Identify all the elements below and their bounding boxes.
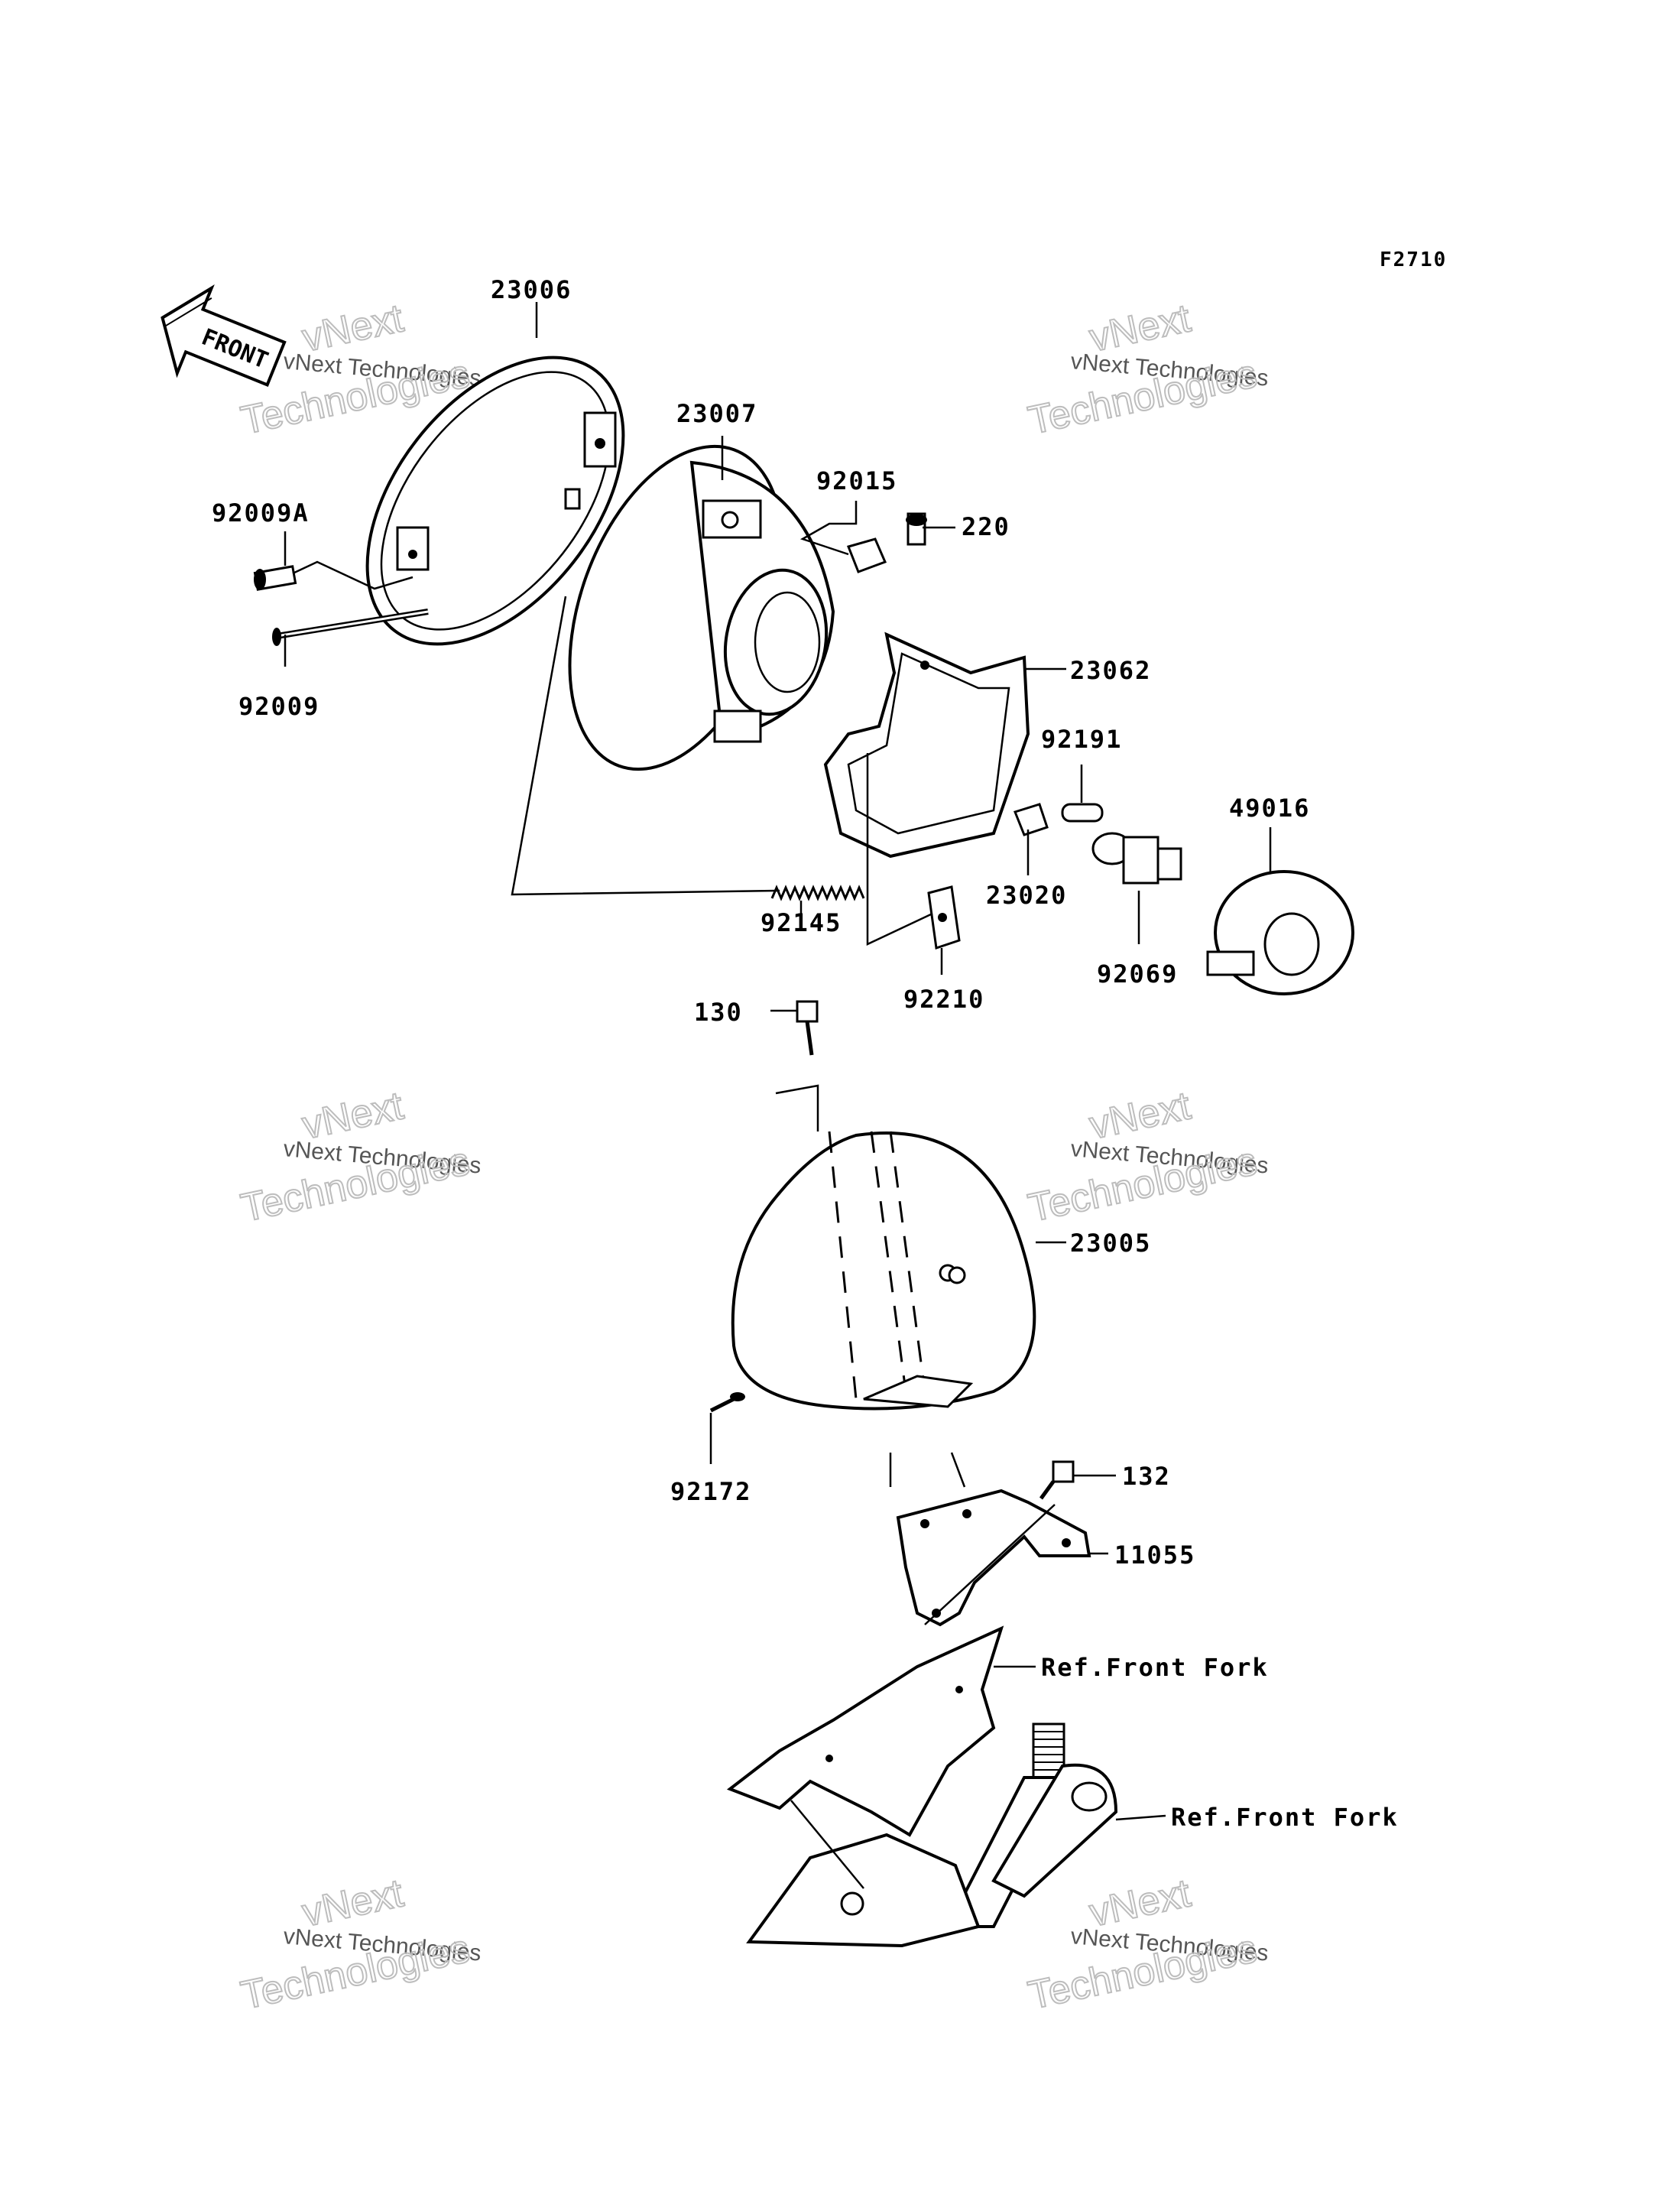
label-92210: 92210 xyxy=(903,985,984,1014)
watermark-mid-right: vNext vNext Technologies Technologies xyxy=(1023,1083,1269,1231)
bulb-92069 xyxy=(1091,832,1182,885)
label-11055: 11055 xyxy=(1114,1541,1195,1570)
headlight-housing xyxy=(731,1131,1036,1411)
label-23007: 23007 xyxy=(676,399,757,428)
label-92145: 92145 xyxy=(761,908,842,937)
headlight-bracket xyxy=(823,631,1030,859)
watermark-bottom-left: vNext vNext Technologies Technologies xyxy=(236,1870,482,2018)
label-49016: 49016 xyxy=(1229,794,1310,823)
bulb-cover-49016 xyxy=(1206,870,1354,995)
label-ref-front-fork-1: Ref.Front Fork xyxy=(1041,1653,1269,1682)
label-220: 220 xyxy=(962,512,1010,541)
label-130: 130 xyxy=(694,998,743,1027)
screw-92009 xyxy=(272,609,429,646)
screw-92009a xyxy=(253,565,297,591)
label-92009: 92009 xyxy=(238,692,319,721)
screw-92172 xyxy=(709,1392,745,1413)
label-23005: 23005 xyxy=(1070,1229,1151,1258)
bracket-11055 xyxy=(896,1489,1091,1627)
label-ref-front-fork-2: Ref.Front Fork xyxy=(1171,1803,1399,1832)
label-92015: 92015 xyxy=(816,466,897,495)
clip-23020 xyxy=(1014,803,1049,836)
diagram-code: F2710 xyxy=(1380,248,1447,271)
headlight-reflector-unit xyxy=(568,444,835,771)
bolt-132 xyxy=(1039,1460,1075,1500)
label-92069: 92069 xyxy=(1097,959,1178,989)
label-92191: 92191 xyxy=(1041,725,1122,754)
watermark-bottom-right: vNext vNext Technologies Technologies xyxy=(1023,1870,1269,2018)
label-23062: 23062 xyxy=(1070,656,1151,685)
leader-lines xyxy=(284,302,1272,1889)
front-fork-reference xyxy=(726,1625,1118,1948)
collar-92191 xyxy=(1061,803,1104,823)
front-arrow-icon: FRONT xyxy=(161,284,287,387)
bolt-130 xyxy=(796,1000,819,1056)
label-92172: 92172 xyxy=(670,1477,751,1506)
spring-92145 xyxy=(770,885,865,901)
part-labels: 23006 23007 92015 220 92009A 92009 23062… xyxy=(212,275,1399,1832)
nut-92015 xyxy=(846,537,887,573)
screw-220 xyxy=(906,512,927,546)
label-92009a: 92009A xyxy=(212,498,310,528)
watermark-top-right: vNext vNext Technologies Technologies xyxy=(1023,295,1269,443)
label-23006: 23006 xyxy=(491,275,572,304)
label-23020: 23020 xyxy=(986,881,1067,910)
plate-92210 xyxy=(927,885,961,950)
label-132: 132 xyxy=(1122,1462,1171,1491)
watermark-mid-left: vNext vNext Technologies Technologies xyxy=(236,1083,482,1231)
